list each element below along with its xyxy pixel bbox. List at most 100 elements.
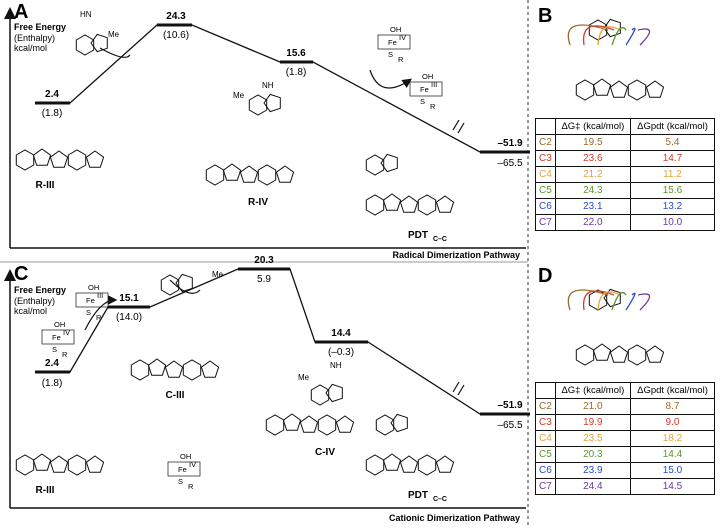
level-g: 2.4 [45,358,59,369]
oxidation-arrow [84,295,118,331]
level-g: 2.4 [45,89,59,100]
pdt-structure [365,453,455,476]
b-structure [575,78,665,101]
fe-complex-label: IV [63,328,70,337]
coupling-site-arrow [582,25,615,46]
level-h: 5.9 [257,274,271,285]
level-g: 24.3 [166,11,186,22]
table-cell: 9.0 [629,414,716,431]
table-cell: 21.0 [554,398,631,415]
fe-complex-label: R [188,482,194,491]
table-cell: 5.4 [629,134,716,151]
level-g: 15.6 [286,48,306,59]
coupling-site-arrow [625,292,636,311]
table-cell: 22.0 [554,214,631,231]
species-subscript: C–C [433,496,447,503]
fe-complex-label: S [86,308,91,317]
coupling-site-arrow [611,26,627,46]
table-cell: 23.5 [554,430,631,447]
table-cell: 11.2 [629,166,716,183]
me-label: Me [298,373,310,382]
methylindole-structure [160,273,193,296]
table-cell: 24.3 [554,182,631,199]
nh-label: NH [330,361,342,370]
xlabel-a: Radical Dimerization Pathway [392,250,520,260]
fe-complex-label: R [62,350,68,359]
xlabel-c: Cationic Dimerization Pathway [389,513,520,523]
fe-complex-label: Fe [86,296,95,305]
table-cell: 23.6 [554,150,631,167]
axis-break [452,381,465,396]
r-iii-structure [15,148,105,171]
attack-arrow [99,47,131,58]
fe-complex-label: Fe [178,465,187,474]
table-header: ΔG‡ (kcal/mol)ΔGpdt (kcal/mol) [535,118,716,135]
axis-break [452,119,465,134]
coupling-site-arrow [625,27,636,46]
pdt-indole [365,153,398,176]
level-h: –65.5 [497,420,522,431]
table-cell: 14.5 [629,478,716,495]
fe-complex-label: R [430,102,436,111]
table-cell: 13.2 [629,198,716,215]
table-cell: 15.0 [629,462,716,479]
fe-complex-label: OH [54,320,65,329]
coupling-site-arrow [637,293,651,311]
c-iii-structure [130,358,220,381]
table-cell: C6 [535,198,556,215]
species-subscript: C–C [433,236,447,243]
coupling-site-arrow [567,289,609,311]
level-h: (1.8) [42,378,63,389]
hn-label: HN [80,10,92,19]
table-cell: C3 [535,150,556,167]
nh-label: NH [262,81,274,90]
header-cell: ΔG‡ (kcal/mol) [554,382,631,399]
table-cell: C7 [535,478,556,495]
header-cell: ΔGpdt (kcal/mol) [629,118,716,135]
fe-complex-label: III [97,291,103,300]
level-h: (10.6) [163,30,189,41]
fe-complex-label: Fe [52,333,61,342]
table-cell: 24.4 [554,478,631,495]
table-cell: C6 [535,462,556,479]
panel-letter-d: D [538,265,552,287]
table-cell: 8.7 [629,398,716,415]
panel-letter-b: B [538,5,552,27]
table-cell: 23.9 [554,462,631,479]
table-cell: C2 [535,134,556,151]
r-iii-structure [15,453,105,476]
panel-letter-a: A [14,1,28,23]
header-cell: ΔGpdt (kcal/mol) [629,382,716,399]
fe-complex-label: Fe [420,85,429,94]
level-h: (1.8) [286,67,307,78]
fe-complex-label: Fe [388,38,397,47]
table-cell: 23.1 [554,198,631,215]
pdt-indole [375,413,408,436]
fe-complex-label: S [388,50,393,59]
table-cell: 14.7 [629,150,716,167]
energy-path-a [35,24,530,153]
species-label: PDT [408,230,428,241]
coupling-site-arrow [611,291,627,311]
fe-complex-label: R [96,313,102,322]
fe-complex-label: OH [390,25,401,34]
level-h: (14.0) [116,312,142,323]
fe-complex-label: OH [180,452,191,461]
header-cell: ΔG‡ (kcal/mol) [554,118,631,135]
c-iv-structure [265,413,355,436]
table-cell: C5 [535,182,556,199]
c-iv-indole [310,383,343,406]
table-cell: 21.2 [554,166,631,183]
